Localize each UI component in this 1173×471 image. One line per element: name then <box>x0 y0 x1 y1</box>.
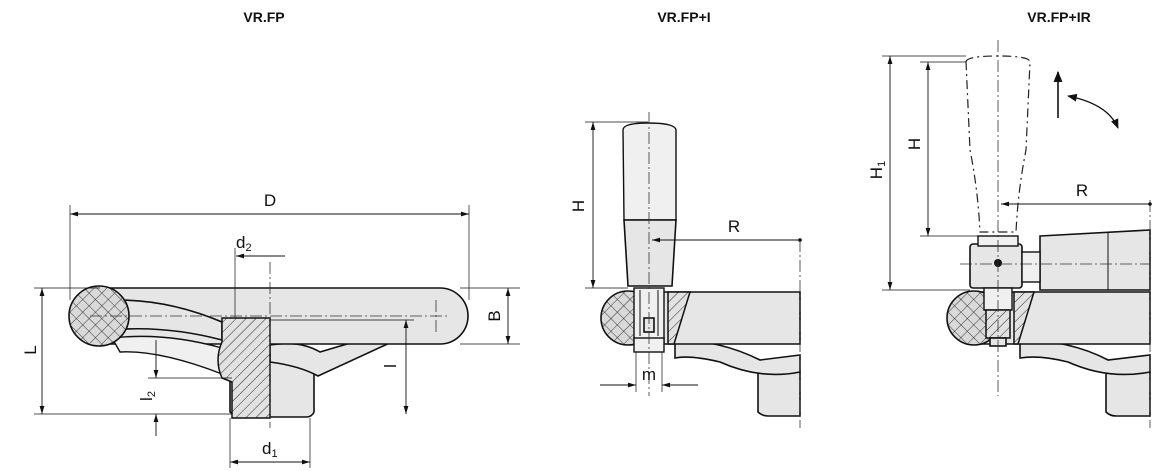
handle-lower-fpi <box>623 219 677 287</box>
dim-R-fpir-dot <box>1148 202 1152 206</box>
dim-B-label: B <box>485 310 504 321</box>
spoke-section-fpir <box>1013 291 1036 345</box>
dim-l2-label: l2 <box>137 391 158 401</box>
dim-R-fpir-label: R <box>1076 181 1088 200</box>
dim-d2-label: d2 <box>236 233 252 254</box>
dim-R-fpi-dot <box>798 238 802 242</box>
spoke-fpir <box>1019 339 1151 376</box>
hub-section <box>217 317 271 419</box>
fold-housing-fpir <box>1039 229 1151 291</box>
spoke-fpi <box>674 339 801 376</box>
view-vr-fp: D d2 B L l l2 d1 <box>21 191 520 468</box>
dim-d1-label: d1 <box>262 439 278 460</box>
dim-H1-label: H1 <box>867 161 888 179</box>
title-vr-fp-ir: VR.FP+IR <box>1027 9 1090 25</box>
fold-arrow-fpir <box>1067 93 1119 129</box>
hub-lower-fpir <box>1105 369 1151 417</box>
hub-lower-fpi <box>757 369 801 417</box>
view-vr-fp-ir: H1 H R <box>867 40 1152 428</box>
title-vr-fp-i: VR.FP+I <box>657 9 710 25</box>
handle-grip-fpi <box>622 122 677 221</box>
dim-R-fpi-label: R <box>728 217 740 236</box>
dim-H-fpir-label: H <box>905 138 924 150</box>
dim-l-label: l <box>381 364 400 368</box>
title-vr-fp: VR.FP <box>243 9 284 25</box>
view-vr-fp-i: H R m <box>569 112 802 428</box>
spoke-section-fpi <box>667 291 692 345</box>
dim-L-label: L <box>21 345 40 354</box>
pivot-link-fpir <box>1021 251 1041 283</box>
dim-D-label: D <box>264 191 276 210</box>
dim-m-label: m <box>642 365 656 384</box>
dim-H-fpi-label: H <box>569 200 588 212</box>
